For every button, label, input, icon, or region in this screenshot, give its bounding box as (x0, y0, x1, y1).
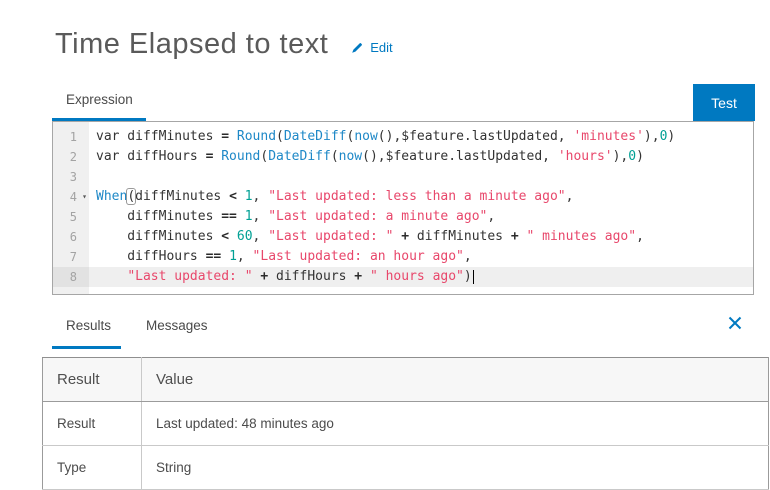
code-line-text: diffMinutes < 60, "Last updated: " + dif… (96, 229, 644, 244)
results-column-header: Value (141, 357, 769, 402)
close-icon (727, 315, 743, 336)
code-line[interactable]: 8 "Last updated: " + diffHours + " hours… (53, 267, 753, 287)
code-line-text: diffMinutes == 1, "Last updated: a minut… (96, 209, 496, 224)
code-line-text: diffHours == 1, "Last updated: an hour a… (96, 249, 472, 264)
text-cursor (472, 269, 474, 284)
line-number: 7 (53, 247, 89, 267)
code-line[interactable]: 3 (53, 167, 753, 187)
results-tab-results[interactable]: Results (66, 318, 112, 333)
code-line[interactable]: 6 diffMinutes < 60, "Last updated: " + d… (53, 227, 753, 247)
tab-expression[interactable]: Expression (66, 92, 133, 107)
line-number: 2 (53, 147, 89, 167)
close-results-button[interactable] (725, 315, 745, 335)
code-line[interactable]: 2 var diffHours = Round(DateDiff(now(),$f… (53, 147, 753, 167)
code-line[interactable]: 4▾ When(diffMinutes < 1, "Last updated: l… (53, 187, 753, 207)
table-cell: Last updated: 48 minutes ago (141, 401, 769, 446)
line-number: 8 (53, 267, 89, 287)
header: Time Elapsed to text Edit (55, 28, 393, 61)
table-cell: String (141, 445, 769, 490)
test-button[interactable]: Test (693, 84, 755, 121)
results-column-header: Result (42, 357, 142, 402)
results-tab-messages[interactable]: Messages (146, 318, 208, 333)
arcade-expression-editor: Time Elapsed to text Edit Expression Tes… (42, 28, 769, 490)
line-number: 5 (53, 207, 89, 227)
code-line-text: When(diffMinutes < 1, "Last updated: les… (96, 188, 574, 205)
results-tab-active-indicator (52, 346, 121, 349)
code-line-text: var diffMinutes = Round(DateDiff(now(),$… (96, 129, 676, 144)
edit-button[interactable]: Edit (350, 40, 393, 55)
code-line[interactable]: 1 var diffMinutes = Round(DateDiff(now(),… (53, 127, 753, 147)
code-line-text (89, 167, 753, 187)
line-number: 6 (53, 227, 89, 247)
code-lines: 1 var diffMinutes = Round(DateDiff(now(),… (53, 122, 753, 287)
code-line[interactable]: 5 diffMinutes == 1, "Last updated: a min… (53, 207, 753, 227)
results-tab-bar: Results Messages (66, 318, 243, 333)
edit-button-label: Edit (370, 40, 393, 55)
pencil-icon (350, 41, 364, 55)
fold-arrow-icon[interactable]: ▾ (82, 192, 87, 201)
code-line-text: var diffHours = Round(DateDiff(now(),$fe… (96, 149, 644, 164)
line-number: 4▾ (53, 187, 89, 207)
table-cell: Type (42, 445, 142, 490)
code-editor[interactable]: 1 var diffMinutes = Round(DateDiff(now(),… (52, 121, 754, 295)
line-number: 1 (53, 127, 89, 147)
table-cell: Result (42, 401, 142, 446)
code-line-text: "Last updated: " + diffHours + " hours a… (89, 267, 753, 287)
page-title: Time Elapsed to text (55, 28, 329, 60)
tab-active-indicator (52, 118, 146, 121)
code-line[interactable]: 7 diffHours == 1, "Last updated: an hour… (53, 247, 753, 267)
line-number: 3 (53, 167, 89, 187)
